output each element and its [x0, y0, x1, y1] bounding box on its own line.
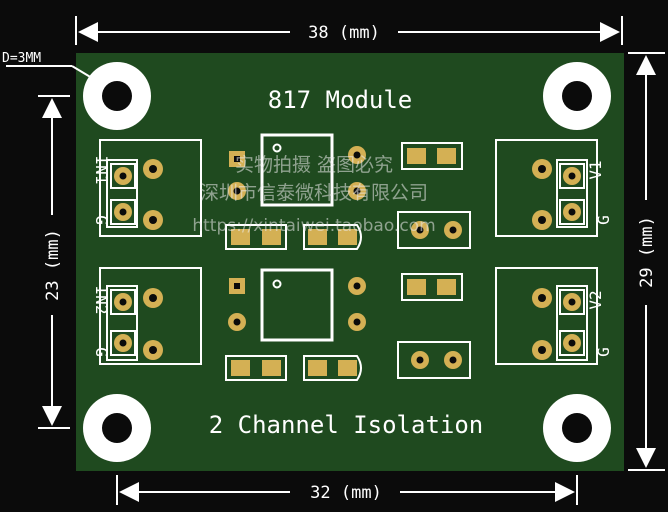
led-d3 — [397, 211, 471, 249]
label-in1-g: G — [92, 215, 111, 225]
label-v2-g: G — [594, 347, 613, 357]
dim-left-label: 23 (mm) — [43, 229, 63, 301]
watermark-line-3: https://xintaiwei.taobao.com — [192, 216, 435, 236]
dim-right-label: 29 (mm) — [637, 216, 657, 288]
optocoupler-u1 — [228, 133, 366, 207]
connector-in2 — [99, 267, 202, 365]
board-subtitle: 2 Channel Isolation — [209, 411, 484, 439]
mounting-hole-bottom-left — [83, 394, 151, 462]
led-d4 — [397, 341, 471, 379]
smd-resistor-r1 — [225, 224, 287, 250]
smd-led-d2 — [303, 355, 362, 381]
mounting-hole-bottom-right — [543, 394, 611, 462]
connector-in1 — [99, 139, 202, 237]
connector-v2 — [495, 267, 598, 365]
label-in2-g: G — [92, 347, 111, 357]
label-in2: IN2 — [92, 286, 111, 315]
smd-resistor-r2 — [225, 355, 287, 381]
pcb-board — [76, 53, 624, 471]
label-in1: IN1 — [92, 156, 111, 185]
smd-resistor-r4 — [401, 273, 463, 301]
label-v2: V2 — [586, 290, 605, 309]
dim-top-label: 38 (mm) — [308, 23, 380, 43]
board-title: 817 Module — [268, 86, 413, 114]
hole-diameter-note: D=3MM — [2, 51, 41, 66]
connector-v1 — [495, 139, 598, 237]
label-v1: V1 — [586, 160, 605, 179]
label-v1-g: G — [594, 215, 613, 225]
watermark-line-2: 深圳市信泰微科技有限公司 — [200, 182, 428, 204]
dim-bottom-label: 32 (mm) — [310, 483, 382, 503]
optocoupler-u2 — [228, 268, 366, 342]
hole-note-leader-diag — [71, 65, 93, 79]
smd-resistor-r3 — [401, 142, 463, 170]
mounting-hole-top-right — [543, 62, 611, 130]
mounting-hole-top-left — [83, 62, 151, 130]
smd-led-d1 — [303, 224, 362, 250]
watermark-line-1: 实物拍摄 盗图必究 — [235, 154, 393, 176]
